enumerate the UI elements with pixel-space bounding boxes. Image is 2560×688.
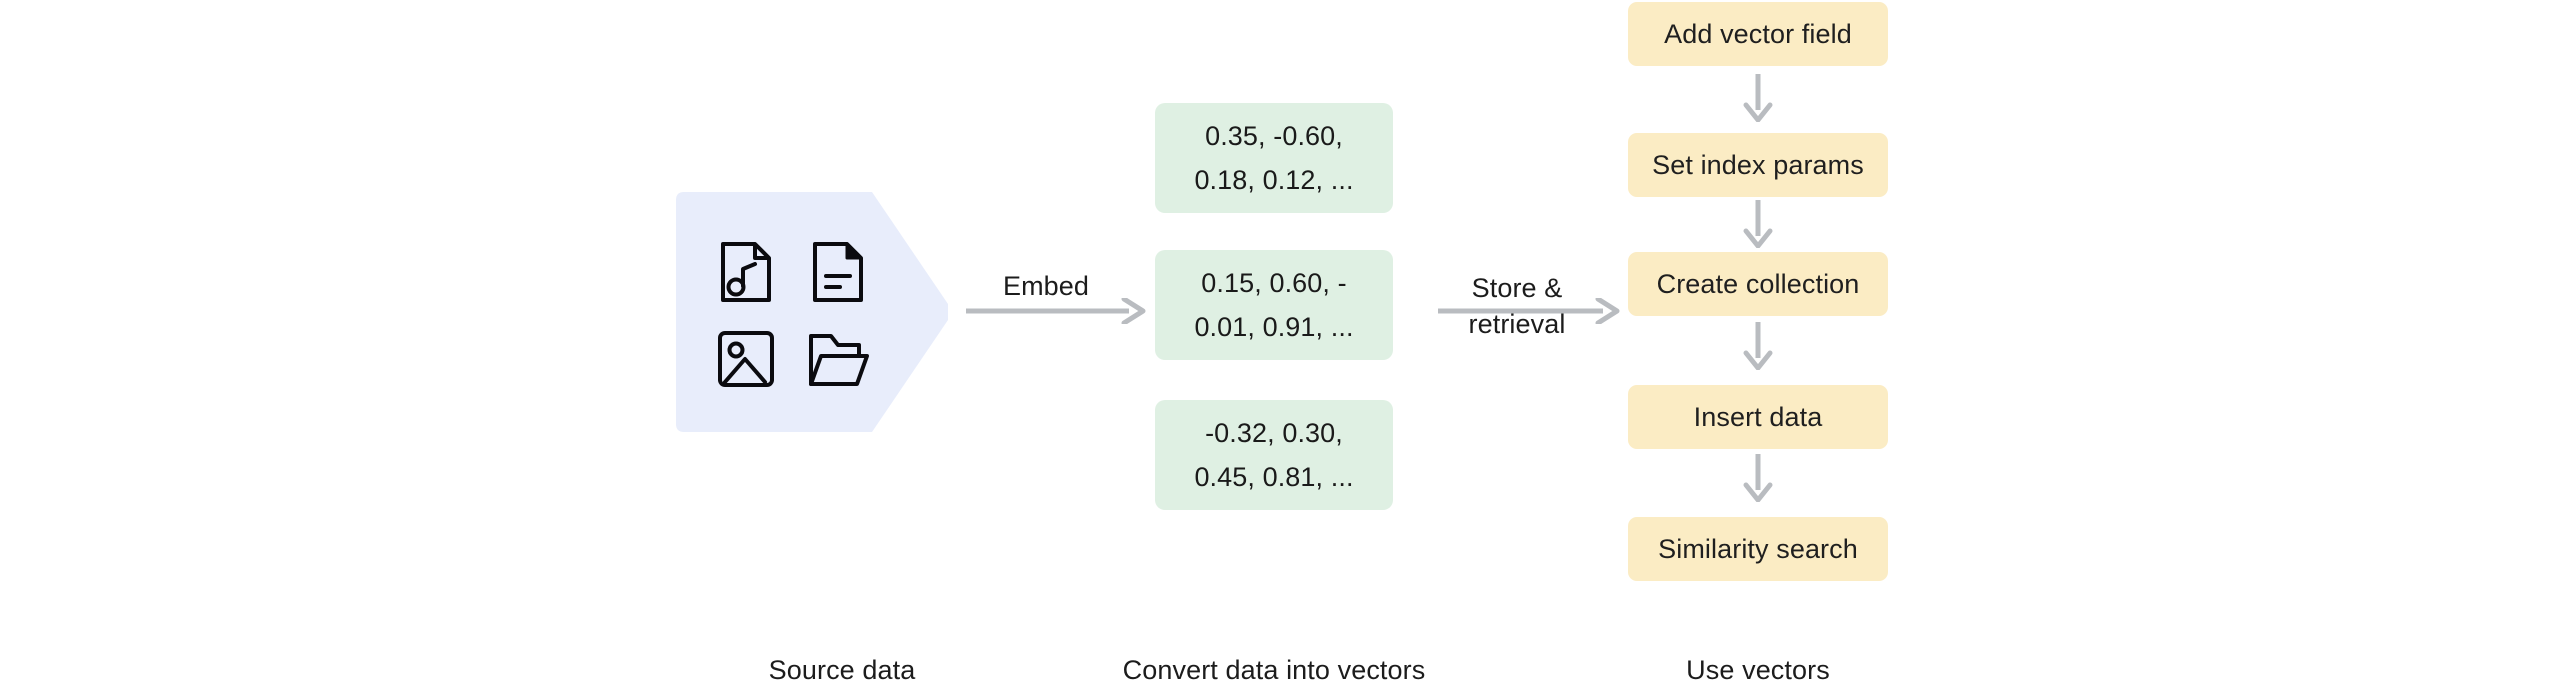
store-retrieval-arrow-label: Store & retrieval [1432,270,1602,342]
stage-caption-use-vectors: Use vectors [1686,655,1830,685]
flow-step-label: Add vector field [1664,18,1852,49]
source-icon-grid [712,240,872,390]
vector-text: -0.32, 0.30, 0.45, 0.81, ... [1185,411,1363,499]
embed-arrow-label: Embed [1002,271,1090,301]
store-label-line-1: Store & [1471,273,1563,303]
vector-line-1: 0.15, 0.60, - [1201,268,1347,298]
audio-file-icon [719,242,773,304]
flow-down-arrow-icon [1743,200,1773,248]
vector-box: 0.15, 0.60, - 0.01, 0.91, ... [1155,250,1393,360]
store-label-line-2: retrieval [1468,309,1566,339]
text-document-icon [811,242,865,304]
vector-text: 0.15, 0.60, - 0.01, 0.91, ... [1185,261,1363,349]
stage-caption-convert-data: Convert data into vectors [1122,655,1426,685]
flow-step-label: Insert data [1693,401,1823,432]
store-retrieval-arrow [1438,298,1620,324]
flow-down-arrow-icon [1743,74,1773,122]
open-folder-icon [807,330,869,388]
flow-down-arrow-icon [1743,322,1773,370]
flow-step-set-index-params[interactable]: Set index params [1628,133,1888,197]
flow-step-insert-data[interactable]: Insert data [1628,385,1888,449]
source-data-shape [676,192,948,432]
vector-box: 0.35, -0.60, 0.18, 0.12, ... [1155,103,1393,213]
vector-line-1: -0.32, 0.30, [1205,418,1343,448]
flow-step-label: Similarity search [1658,533,1858,564]
vector-line-2: 0.18, 0.12, ... [1194,165,1354,195]
flow-step-add-vector-field[interactable]: Add vector field [1628,2,1888,66]
vector-line-1: 0.35, -0.60, [1205,121,1343,151]
image-file-icon [717,330,775,388]
vector-line-2: 0.45, 0.81, ... [1194,462,1354,492]
vector-box: -0.32, 0.30, 0.45, 0.81, ... [1155,400,1393,510]
flow-step-create-collection[interactable]: Create collection [1628,252,1888,316]
vector-line-2: 0.01, 0.91, ... [1194,312,1354,342]
vector-text: 0.35, -0.60, 0.18, 0.12, ... [1185,114,1363,202]
flow-step-similarity-search[interactable]: Similarity search [1628,517,1888,581]
flow-step-label: Set index params [1652,149,1864,180]
embed-arrow [966,298,1146,324]
stage-caption-source-data: Source data [768,655,916,685]
flow-down-arrow-icon [1743,454,1773,502]
flow-step-label: Create collection [1656,268,1860,299]
